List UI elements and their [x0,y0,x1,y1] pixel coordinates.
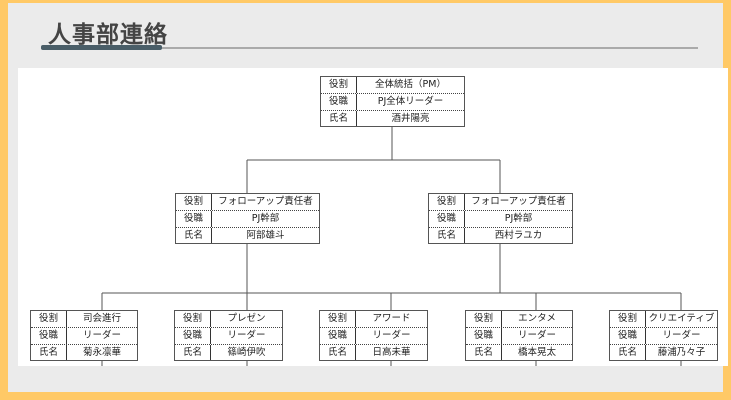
org-box: 役割 アワード役職 リーダー氏名 日高未華 [319,310,428,361]
org-box: 役割クリエイティブ役職リーダー氏名藤浦乃々子 [609,310,718,361]
org-box: 役割 プレゼン役職 リーダー氏名 篠崎伊吹 [174,310,283,361]
field-label: 役割 [466,311,502,328]
field-value-position: PJ全体リーダー [377,96,444,108]
org-row-name: 氏名 橋本晃太 [466,343,572,360]
field-label: 役割 [429,194,465,211]
field-value-role: プレゼン [227,313,266,324]
org-row-position: 役職 リーダー [466,327,572,344]
field-value-name: 藤浦乃々子 [657,346,706,358]
org-row-role: 役割 アワード [320,311,427,328]
org-row-position: 役職 PJ幹部 [429,210,572,227]
org-row-name: 氏名 酒井陽亮 [321,109,464,126]
field-value-role: 全体統括（PM） [375,79,446,90]
page-title: 人事部連絡 [48,22,168,48]
org-row-position: 役職 リーダー [320,327,427,344]
org-row-position: 役職 リーダー [175,327,282,344]
org-row-position: 役職 リーダー [31,327,137,344]
org-row-role: 役割 プレゼン [175,311,282,328]
org-row-role: 役割フォローアップ責任者 [176,194,319,211]
org-box: 役割フォローアップ責任者役職 PJ幹部氏名 西村ラユカ [428,193,573,244]
field-value-name: 酒井陽亮 [391,112,430,124]
connector [102,243,681,294]
field-value-position: PJ幹部 [504,213,533,225]
field-label: 氏名 [320,344,356,360]
field-label: 氏名 [175,344,211,360]
org-box: 役割 エンタメ役職 リーダー氏名 橋本晃太 [465,310,573,361]
field-value-position: リーダー [517,330,556,342]
field-value-role: 司会進行 [82,313,121,324]
org-row-role: 役割フォローアップ責任者 [429,194,572,211]
org-row-position: 役職 PJ幹部 [176,210,319,227]
org-row-position: 役職 リーダー [610,327,717,344]
field-label: 氏名 [466,344,502,360]
title-underline [41,47,698,49]
field-value-name: 橋本晃太 [517,346,556,358]
connector [246,126,501,193]
field-label: 氏名 [429,227,465,243]
org-row-role: 役割クリエイティブ [610,311,717,328]
org-row-name: 氏名 阿部雄斗 [176,226,319,243]
field-label: 役職 [31,328,67,344]
org-row-name: 氏名 西村ラユカ [429,226,572,243]
field-value-role: フォローアップ責任者 [471,196,566,207]
org-row-role: 役割 エンタメ [466,311,572,328]
field-label: 役割 [31,311,67,328]
org-row-name: 氏名 菊永凛華 [31,343,137,360]
org-row-position: 役職 PJ全体リーダー [321,93,464,110]
field-label: 役職 [429,211,465,227]
field-value-position: リーダー [227,330,266,342]
field-value-role: アワード [372,313,411,324]
title-underline-accent [41,45,162,50]
field-label: 氏名 [321,110,357,126]
field-label: 役割 [610,311,646,328]
field-value-position: リーダー [372,330,411,342]
field-value-role: フォローアップ責任者 [218,196,313,207]
field-label: 氏名 [176,227,212,243]
field-value-name: 日高未華 [372,346,411,358]
field-value-role: エンタメ [518,313,556,324]
field-label: 役職 [176,211,212,227]
field-label: 役割 [321,77,357,94]
org-box: 役割フォローアップ責任者役職 PJ幹部氏名 阿部雄斗 [175,193,320,244]
field-label: 役割 [320,311,356,328]
field-label: 役職 [610,328,646,344]
field-label: 氏名 [610,344,646,360]
field-label: 役職 [321,94,357,110]
field-label: 役割 [176,194,212,211]
field-label: 氏名 [31,344,67,360]
org-row-role: 役割 司会進行 [31,311,137,328]
field-label: 役職 [466,328,502,344]
field-label: 役割 [175,311,211,328]
field-value-role: クリエイティブ [648,313,715,324]
field-value-name: 西村ラユカ [494,229,543,241]
field-value-position: PJ幹部 [251,213,280,225]
field-value-name: 阿部雄斗 [246,229,285,241]
field-value-position: リーダー [662,330,701,342]
field-value-name: 篠崎伊吹 [227,346,266,358]
field-label: 役職 [175,328,211,344]
org-box: 役割 全体統括（PM） 役職 PJ全体リーダー氏名 酒井陽亮 [320,76,465,127]
field-value-position: リーダー [82,330,121,342]
org-row-name: 氏名 篠崎伊吹 [175,343,282,360]
org-box: 役割 司会進行役職 リーダー氏名 菊永凛華 [30,310,138,361]
field-label: 役職 [320,328,356,344]
org-row-role: 役割 全体統括（PM） [321,77,464,94]
org-row-name: 氏名 日高未華 [320,343,427,360]
field-value-name: 菊永凛華 [82,346,121,358]
org-row-name: 氏名藤浦乃々子 [610,343,717,360]
